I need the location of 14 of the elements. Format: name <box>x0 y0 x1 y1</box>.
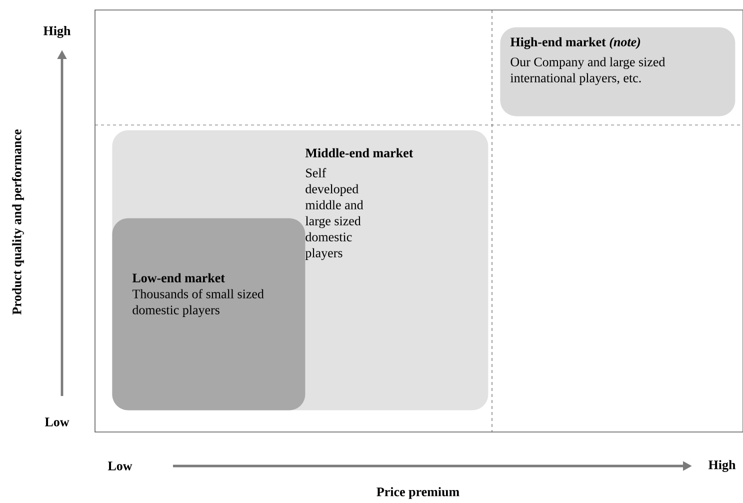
box-heading: High-end market (note) <box>510 37 640 50</box>
box-text: Our Company and large sized international players, etc. <box>510 57 666 86</box>
box-heading: Low-end market <box>132 273 225 282</box>
box-text: Thousands of small sized domestic players <box>132 289 264 318</box>
box-text: Self developed middle and large sized domestic players <box>305 168 364 260</box>
xaxis-label: Low <box>108 462 132 470</box>
market-box <box>112 218 306 410</box>
xaxis-label: High <box>708 460 736 472</box>
box-heading: Middle-end market <box>305 148 414 158</box>
axis-title: Product quality and performance <box>12 130 24 315</box>
yaxis-label: Low <box>44 418 70 426</box>
axis-title: Price premium <box>376 487 460 499</box>
market-box <box>500 27 736 116</box>
yaxis-label: High <box>44 26 71 38</box>
